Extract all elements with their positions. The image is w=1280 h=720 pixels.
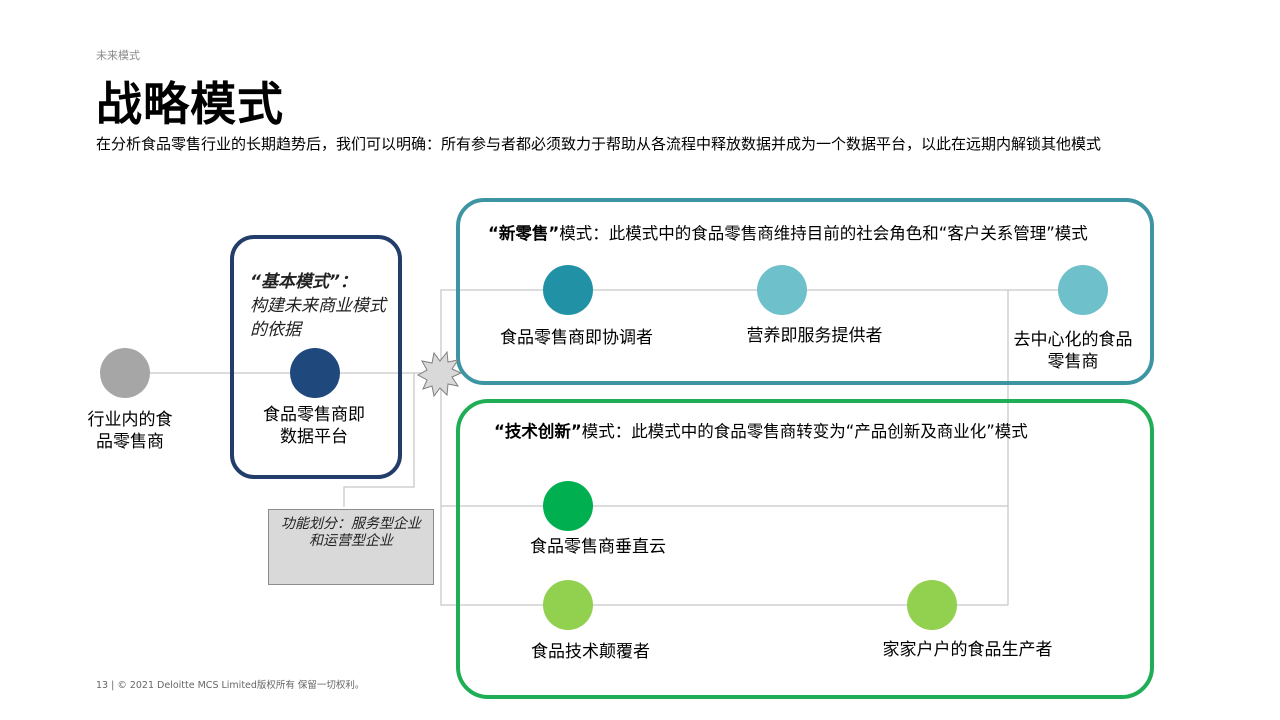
label-nutrition-service: 营养即服务提供者 (746, 326, 883, 346)
label-decentralized-retailer: 去中心化的食品零售商 (1013, 330, 1133, 372)
basic-model-title-quoted: “基本模式”： (250, 272, 357, 292)
label-start-node: 行业内的食品零售商 (87, 410, 173, 452)
footer-copyright: 13 | © 2021 Deloitte MCS Limited版权所有 保留一… (96, 680, 365, 691)
basic-model-frame (230, 235, 402, 479)
tech-innovation-frame (456, 399, 1154, 699)
connector-note (343, 373, 415, 507)
label-vertical-cloud: 食品零售商垂直云 (530, 537, 666, 557)
node-data-platform (290, 348, 340, 398)
node-decentralized-retailer (1058, 265, 1108, 315)
new-retail-header-rest: 模式：此模式中的食品零售商维持目前的社会角色和“客户关系管理”模式 (559, 224, 1088, 243)
node-household-producer (907, 580, 957, 630)
new-retail-header: “新零售”模式：此模式中的食品零售商维持目前的社会角色和“客户关系管理”模式 (488, 223, 1133, 245)
burst-icon (416, 350, 463, 398)
node-vertical-cloud (543, 481, 593, 531)
node-coordinator (543, 265, 593, 315)
node-start (100, 348, 150, 398)
node-foodtech-disruptor (543, 580, 593, 630)
label-coordinator: 食品零售商即协调者 (500, 328, 653, 348)
connector-new-retail (440, 289, 543, 373)
label-household-producer: 家家户户的食品生产者 (882, 640, 1053, 660)
tech-innovation-header: “技术创新”模式：此模式中的食品零售商转变为“产品创新及商业化”模式 (494, 421, 1144, 443)
function-split-note-text: 功能划分：服务型企业和运营型企业 (281, 516, 421, 549)
label-foodtech-disruptor: 食品技术颠覆者 (531, 642, 650, 662)
section-label: 未来模式 (96, 49, 140, 62)
page-subtitle: 在分析食品零售行业的长期趋势后，我们可以明确：所有参与者都必须致力于帮助从各流程… (96, 135, 1102, 153)
page-title: 战略模式 (96, 77, 284, 131)
node-nutrition-service (757, 265, 807, 315)
label-data-platform: 食品零售商即数据平台 (263, 405, 365, 447)
tech-innovation-header-rest: 模式：此模式中的食品零售商转变为“产品创新及商业化”模式 (581, 422, 1028, 441)
tech-innovation-header-quoted: “技术创新” (494, 422, 582, 441)
new-retail-header-quoted: “新零售” (488, 224, 560, 243)
basic-model-title: “基本模式”： 构建未来商业模式的依据 (250, 270, 390, 342)
connector-tech (440, 373, 543, 606)
basic-model-title-rest: 构建未来商业模式的依据 (250, 296, 386, 340)
function-split-note: 功能划分：服务型企业和运营型企业 (268, 509, 434, 585)
new-retail-frame (456, 198, 1154, 385)
